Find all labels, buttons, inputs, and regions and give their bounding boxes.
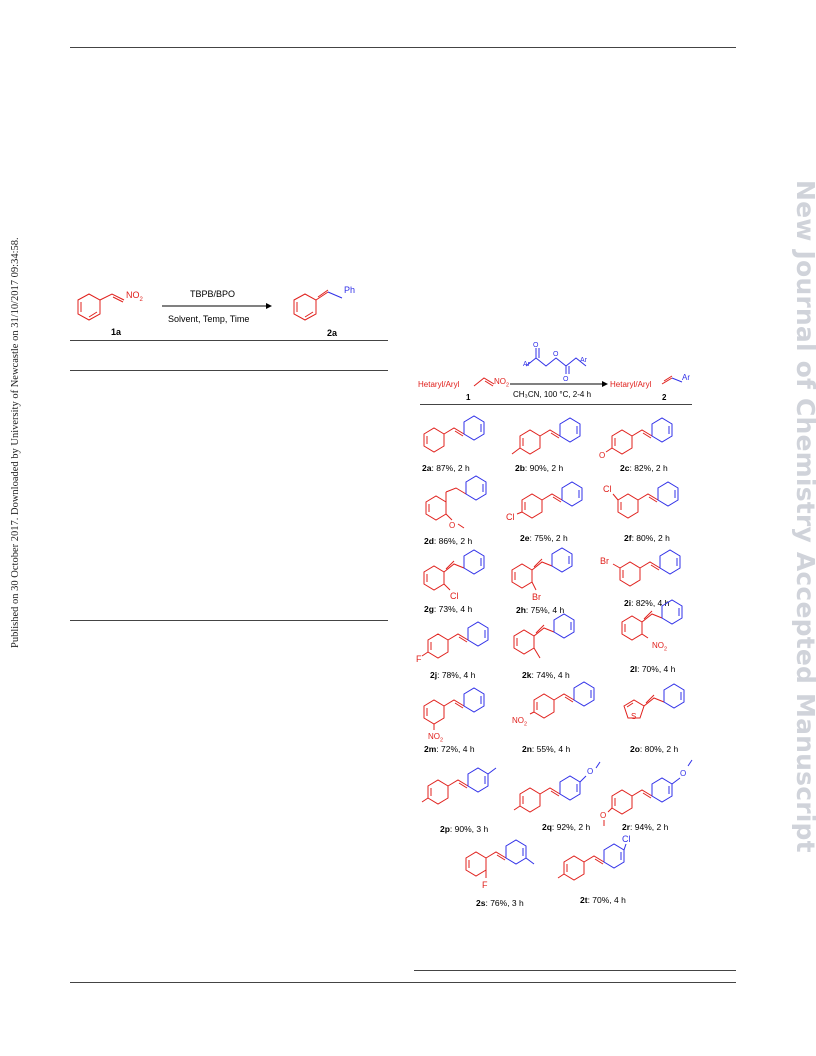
reaction-arrow <box>162 303 272 309</box>
svg-text:F: F <box>416 654 422 664</box>
scheme2-reactant-group: NO2 <box>494 377 510 389</box>
label-2h: 2h: 75%, 4 h <box>516 605 565 615</box>
svg-text:Cl: Cl <box>506 512 515 522</box>
structure-2j: F <box>416 621 489 664</box>
scheme1-substrate-structure <box>77 293 125 321</box>
header-rule <box>70 47 736 48</box>
svg-text:O: O <box>533 342 539 349</box>
reagent-ar-right: Ar <box>580 357 587 364</box>
svg-text:O: O <box>563 376 569 383</box>
substituent-2n-no2: NO2 <box>512 716 528 728</box>
structure-2r: O O <box>600 759 693 826</box>
scheme2-reactant-chain <box>473 377 495 387</box>
label-2o: 2o: 80%, 2 h <box>630 744 679 754</box>
scheme2-product-label: 2 <box>662 393 667 402</box>
structure-2l <box>621 599 683 641</box>
svg-text:O: O <box>449 521 455 530</box>
svg-text:O: O <box>680 769 686 778</box>
scheme2-rule <box>420 404 692 405</box>
scheme2-conditions: CH₃CN, 100 °C, 2-4 h <box>513 390 592 399</box>
structure-2t: Cl <box>557 834 631 881</box>
scheme1-product-label: 2a <box>327 328 338 338</box>
svg-text:O: O <box>553 351 559 358</box>
label-2d: 2d: 86%, 2 h <box>424 536 473 546</box>
footer-rule <box>70 982 736 983</box>
label-2s: 2s: 76%, 3 h <box>476 898 524 908</box>
scheme1-product-group: Ph <box>344 285 356 295</box>
svg-text:F: F <box>482 880 488 890</box>
structure-2g: Cl <box>423 549 485 601</box>
label-2n: 2n: 55%, 4 h <box>522 744 571 754</box>
structure-2n <box>529 681 595 719</box>
structure-2d: O <box>425 475 487 530</box>
journal-watermark: New Journal of Chemistry Accepted Manusc… <box>791 180 816 853</box>
structure-2q: O <box>513 761 601 813</box>
table1-header-rule <box>70 370 388 371</box>
scheme2-reactant-label: 1 <box>466 393 471 402</box>
structure-2h: Br <box>511 547 573 602</box>
structure-2m <box>423 687 485 730</box>
substituent-2o-s: S <box>631 712 637 721</box>
structure-2f: Cl <box>603 481 679 519</box>
scheme1-substrate-label: 1a <box>111 327 122 337</box>
label-2f: 2f: 80%, 2 h <box>624 533 670 543</box>
label-2q: 2q: 92%, 2 h <box>542 822 591 832</box>
scheme1-substrate-group: NO2 <box>126 290 143 303</box>
svg-text:O: O <box>600 811 606 820</box>
label-2k: 2k: 74%, 4 h <box>522 670 570 680</box>
scheme2-product-chain <box>661 375 683 385</box>
structure-2o <box>623 683 685 719</box>
reagent-ar-left: Ar <box>523 361 530 368</box>
svg-text:Cl: Cl <box>622 834 631 844</box>
label-2i: 2i: 82%, 4 h <box>624 598 670 608</box>
table1-bottom-rule <box>70 620 388 621</box>
substituent-2m-no2: NO2 <box>428 732 444 744</box>
scheme2-reactant-left: Hetaryl/Aryl <box>418 380 460 389</box>
label-2g: 2g: 73%, 4 h <box>424 604 473 614</box>
svg-text:Cl: Cl <box>450 591 459 601</box>
structure-2p <box>421 767 497 805</box>
structure-2a <box>423 415 485 453</box>
publication-notice: Published on 30 October 2017. Downloaded… <box>10 237 21 648</box>
structure-2e: Cl <box>506 481 583 522</box>
label-2r: 2r: 94%, 2 h <box>622 822 669 832</box>
structure-2s: F <box>465 839 535 890</box>
scheme2-product-left: Hetaryl/Aryl <box>610 380 652 389</box>
structure-2i: Br <box>600 549 681 587</box>
structure-2k <box>513 613 575 659</box>
label-2p: 2p: 90%, 3 h <box>440 824 489 834</box>
scheme1-product-structure <box>293 289 343 321</box>
scheme1-reagents: TBPB/BPO <box>190 289 236 299</box>
label-2m: 2m: 72%, 4 h <box>424 744 475 754</box>
table1-top-rule <box>70 340 388 341</box>
label-2b: 2b: 90%, 2 h <box>515 463 564 473</box>
label-2j: 2j: 78%, 4 h <box>430 670 476 680</box>
svg-text:Br: Br <box>600 556 609 566</box>
svg-text:O: O <box>599 451 605 460</box>
structure-2c: O <box>599 417 673 460</box>
label-2e: 2e: 75%, 2 h <box>520 533 568 543</box>
svg-text:Br: Br <box>532 592 541 602</box>
svg-text:Cl: Cl <box>603 484 612 494</box>
substituent-2l-no2: NO2 <box>652 641 668 653</box>
structure-2b <box>511 417 581 455</box>
scheme1-conditions: Solvent, Temp, Time <box>168 314 250 324</box>
scheme2-product-right: Ar <box>682 373 690 382</box>
scheme2-bottom-rule <box>414 970 736 971</box>
scheme2-arrow <box>510 381 608 387</box>
reagent-peroxide-structure: O O O <box>525 342 587 383</box>
svg-text:O: O <box>587 767 593 776</box>
label-2c: 2c: 82%, 2 h <box>620 463 668 473</box>
label-2t: 2t: 70%, 4 h <box>580 895 626 905</box>
label-2a: 2a: 87%, 2 h <box>422 463 470 473</box>
label-2l: 2l: 70%, 4 h <box>630 664 676 674</box>
